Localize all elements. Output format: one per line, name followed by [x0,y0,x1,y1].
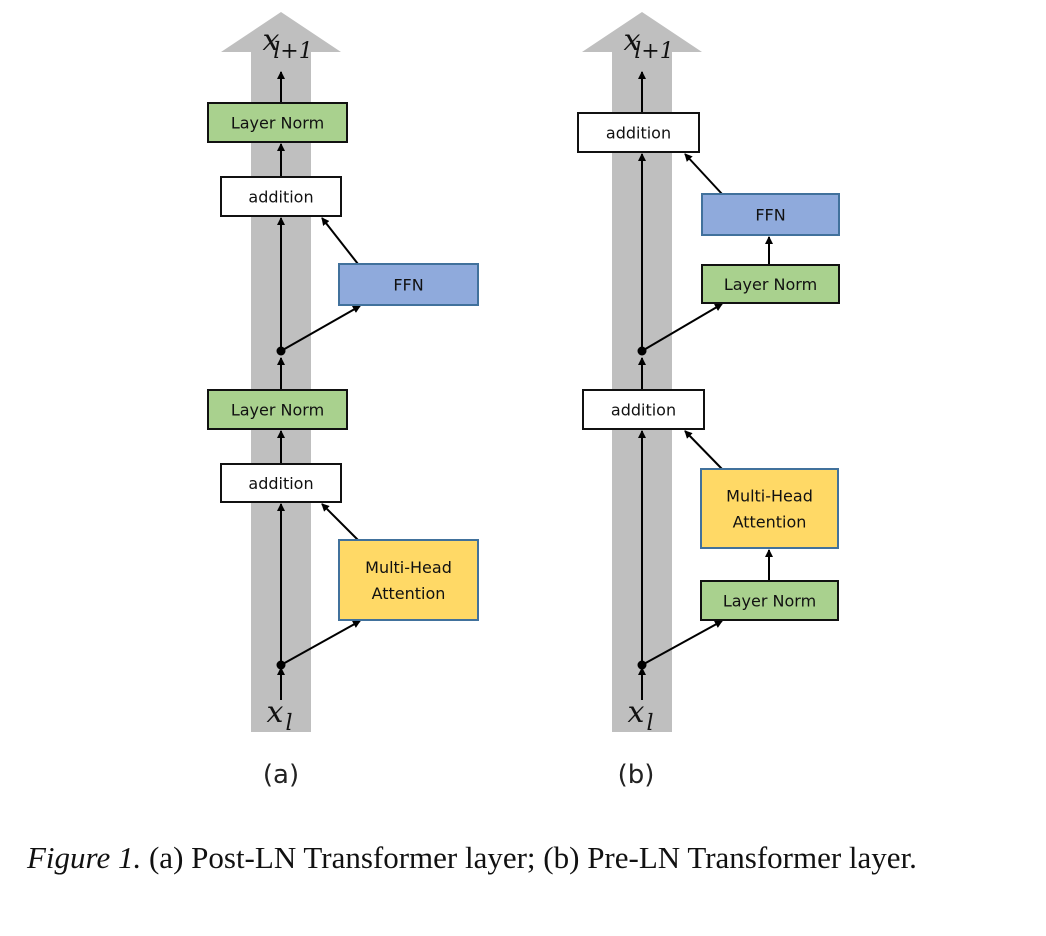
output-subscript: l+1 [634,39,673,64]
input-label: x [628,695,645,730]
panel-label-a: (a) [263,760,299,790]
ffn-box [701,193,840,236]
attention-box-label: Attention [733,513,807,532]
output-label: x [263,23,280,58]
input-subscript: l [285,711,292,736]
arrow [321,217,359,265]
addition-box [220,176,342,217]
layer-norm-box [700,580,839,621]
attention-box [338,539,479,621]
arrow [684,430,723,470]
addition-box [220,463,342,503]
layer-norm-box-label: Layer Norm [231,114,324,133]
layer-norm-box [701,264,840,304]
layer-norm-box-label: Layer Norm [723,592,816,611]
output-label: x [624,23,641,58]
addition-box-label: addition [611,401,676,420]
output-subscript: l+1 [273,39,312,64]
addition-box-label: addition [248,474,313,493]
input-label: x [267,695,284,730]
addition-box [577,112,700,153]
addition-box-label: addition [606,124,671,143]
attention-box [700,468,839,549]
attention-box-label: Multi-Head [365,558,452,577]
ffn-box-label: FFN [755,206,785,225]
caption-text: (a) Post-LN Transformer layer; (b) Pre-L… [141,840,917,875]
arrow [321,503,359,541]
arrow [280,620,361,666]
panel-label-b: (b) [618,760,655,790]
figure-caption: Figure 1. (a) Post-LN Transformer layer;… [27,836,1037,880]
caption-prefix: Figure 1. [27,840,142,875]
arrow [641,620,723,666]
layer-norm-box-label: Layer Norm [231,401,324,420]
addition-box [582,389,705,430]
layer-norm-box [207,389,348,430]
attention-box-label: Attention [372,584,446,603]
residual-arrowhead [582,12,702,52]
residual-arrowhead [221,12,341,52]
arrow [641,303,723,352]
layer-norm-box [207,102,348,143]
addition-box-label: addition [248,188,313,207]
arrow [280,305,361,352]
attention-box-label: Multi-Head [726,487,813,506]
input-subscript: l [646,711,653,736]
arrow [684,153,723,195]
ffn-box-label: FFN [393,276,423,295]
layer-norm-box-label: Layer Norm [724,275,817,294]
ffn-box [338,263,479,306]
